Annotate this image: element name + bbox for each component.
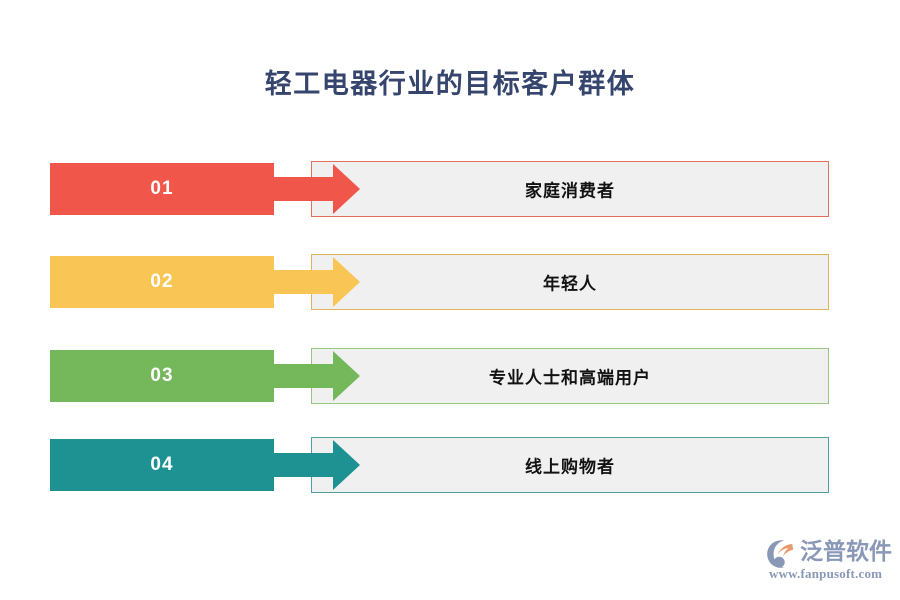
row-number: 04	[150, 454, 174, 475]
row-panel: 专业人士和高端用户	[311, 348, 829, 404]
logo-company-name: 泛普软件	[800, 538, 892, 564]
row-number-block: 04	[50, 439, 274, 491]
row-number-block: 01	[50, 163, 274, 215]
row-label: 专业人士和高端用户	[489, 368, 651, 388]
row-label: 线上购物者	[525, 457, 615, 477]
row-panel: 线上购物者	[311, 437, 829, 493]
row-number: 02	[150, 271, 174, 292]
row-label: 年轻人	[543, 274, 597, 294]
row-panel: 家庭消费者	[311, 161, 829, 217]
brand-logo: 泛普软件 www.fanpusoft.com	[766, 536, 892, 588]
process-row: 年轻人 02	[0, 254, 900, 314]
arrow-icon	[270, 351, 360, 401]
process-row: 线上购物者 04	[0, 437, 900, 497]
fanpu-logo-mark-icon	[767, 540, 794, 568]
row-number: 03	[150, 365, 174, 386]
arrow-icon	[270, 257, 360, 307]
arrow-icon	[270, 440, 360, 490]
row-panel: 年轻人	[311, 254, 829, 310]
arrow-icon	[270, 164, 360, 214]
row-number-block: 02	[50, 256, 274, 308]
row-number-block: 03	[50, 350, 274, 402]
row-number: 01	[150, 178, 174, 199]
process-row: 专业人士和高端用户 03	[0, 348, 900, 408]
process-row: 家庭消费者 01	[0, 161, 900, 221]
page-title: 轻工电器行业的目标客户群体	[264, 69, 636, 99]
row-label: 家庭消费者	[525, 181, 615, 201]
logo-website-url: www.fanpusoft.com	[769, 566, 883, 581]
